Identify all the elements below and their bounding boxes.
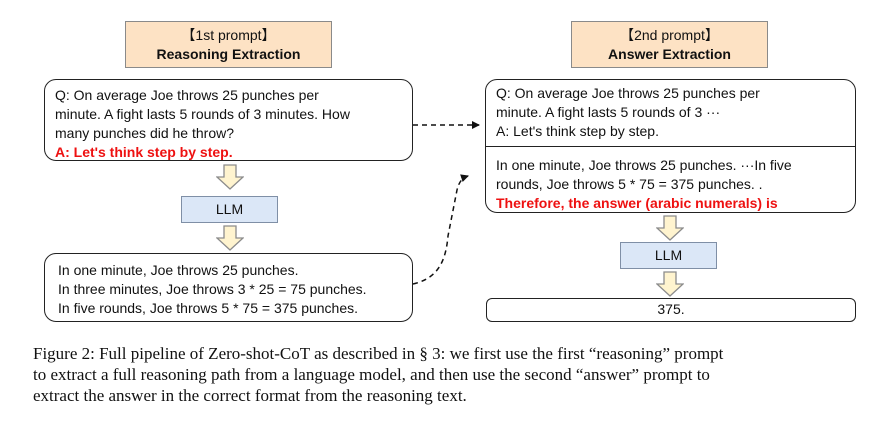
figure-caption: Figure 2: Full pipeline of Zero-shot-CoT… xyxy=(33,343,868,406)
first-question-line: many punches did he throw? xyxy=(55,125,234,141)
final-answer-box: 375. xyxy=(486,298,856,322)
second-question-line: A: Let's think step by step. xyxy=(496,123,659,139)
second-prompt-header: 【2nd prompt】 Answer Extraction xyxy=(571,21,768,68)
inserted-reasoning-line: rounds, Joe throws 5 * 75 = 375 punches.… xyxy=(496,176,763,192)
second-prompt-title: Answer Extraction xyxy=(608,46,731,62)
prompt-divider xyxy=(486,146,855,147)
caption-line: Figure 2: Full pipeline of Zero-shot-CoT… xyxy=(33,344,724,363)
caption-line: to extract a full reasoning path from a … xyxy=(33,365,710,384)
second-question-line: Q: On average Joe throws 25 punches per xyxy=(496,85,760,101)
llm-block-right: LLM xyxy=(620,242,717,269)
caption-line: extract the answer in the correct format… xyxy=(33,386,467,405)
first-question-line: Q: On average Joe throws 25 punches per xyxy=(55,87,319,103)
reasoning-line: In one minute, Joe throws 25 punches. xyxy=(58,262,299,278)
second-question-line: minute. A fight lasts 5 rounds of 3 ··· xyxy=(496,104,721,120)
down-arrow-icon xyxy=(656,215,684,241)
first-prompt-box: Q: On average Joe throws 25 punches per … xyxy=(44,79,413,161)
reasoning-line: In five rounds, Joe throws 5 * 75 = 375 … xyxy=(58,300,359,316)
dashed-arrow-reasoning xyxy=(412,174,469,285)
reasoning-line: In three minutes, Joe throws 3 * 25 = 75… xyxy=(58,281,367,297)
first-prompt-header: 【1st prompt】 Reasoning Extraction xyxy=(125,21,332,68)
down-arrow-icon xyxy=(216,225,244,251)
reasoning-trigger: A: Let's think step by step. xyxy=(55,144,233,160)
first-prompt-tag: 【1st prompt】 xyxy=(181,27,276,43)
down-arrow-icon xyxy=(656,271,684,297)
down-arrow-icon xyxy=(216,164,244,190)
answer-trigger: Therefore, the answer (arabic numerals) … xyxy=(496,195,778,211)
second-prompt-tag: 【2nd prompt】 xyxy=(620,27,719,43)
inserted-reasoning-line: In one minute, Joe throws 25 punches. ··… xyxy=(496,157,792,173)
second-prompt-box: Q: On average Joe throws 25 punches per … xyxy=(485,79,856,213)
first-prompt-title: Reasoning Extraction xyxy=(156,46,301,62)
reasoning-output-box: In one minute, Joe throws 25 punches. In… xyxy=(44,253,413,322)
first-question-line: minute. A fight lasts 5 rounds of 3 minu… xyxy=(55,106,350,122)
llm-block-left: LLM xyxy=(181,196,278,223)
